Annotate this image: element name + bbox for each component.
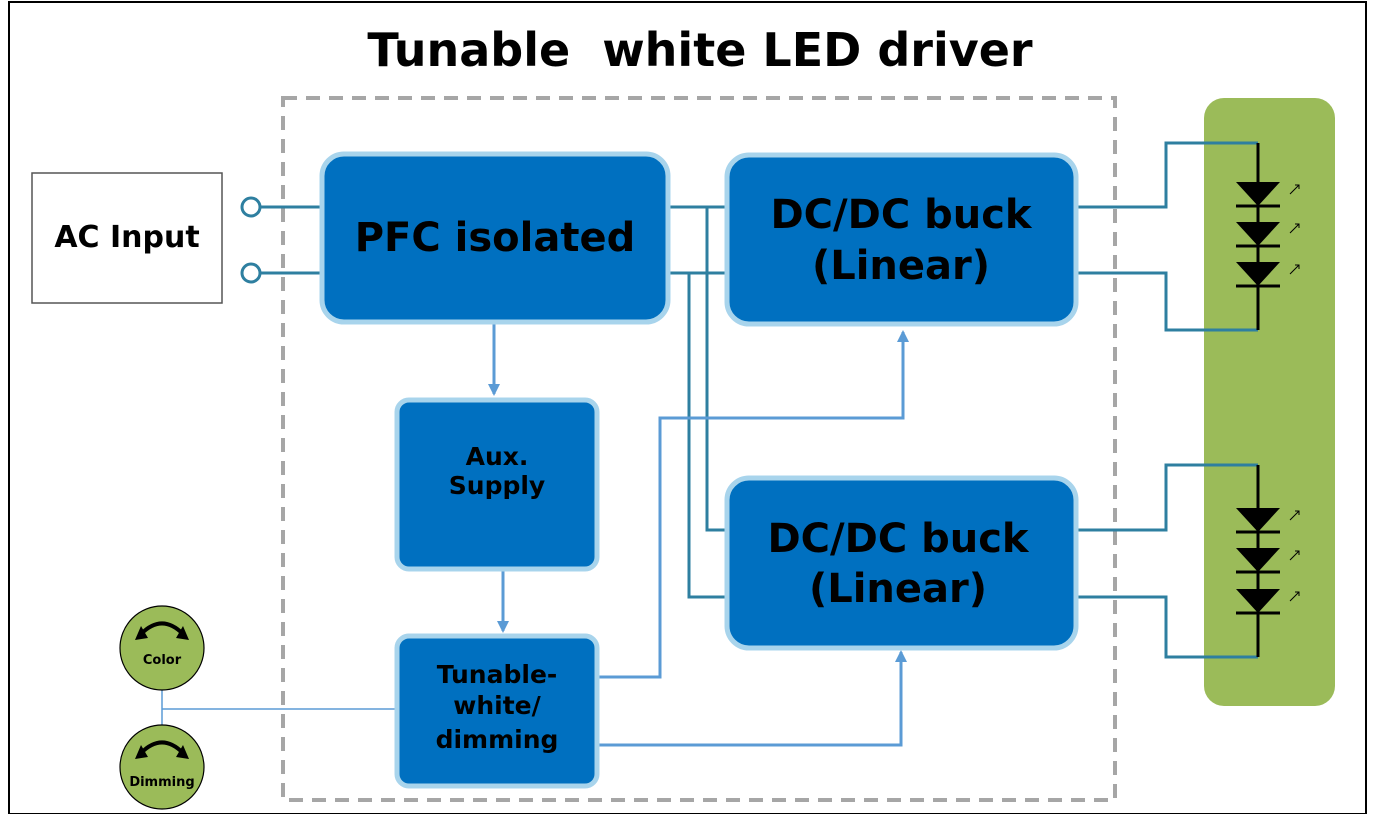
led-string-2 (1236, 465, 1300, 657)
knob-wires (161, 688, 397, 727)
driver-boundary (281, 96, 1117, 802)
dcdc-buck-1-line2: (Linear) (812, 243, 990, 289)
light-emission-icon (1289, 184, 1300, 275)
outer-frame (8, 1, 1367, 814)
dcdc-buck-1-line1: DC/DC buck (770, 192, 1032, 238)
tunable-white-dimming-block (394, 633, 600, 789)
dimming-knob[interactable]: Dimming (119, 724, 205, 810)
led-diode-icon (1236, 262, 1280, 288)
dc-bus-wires (668, 205, 727, 599)
tunable-line2: white/ (453, 691, 541, 720)
diagram-title: Tunable white LED driver (367, 23, 1032, 77)
led-diode-icon (1236, 548, 1280, 574)
light-emission-icon (1289, 510, 1300, 602)
color-knob[interactable]: Color (119, 605, 205, 691)
rotate-arrow-icon (139, 740, 185, 755)
dcdc-buck-block-1 (724, 152, 1079, 327)
led-diode-icon (1236, 508, 1280, 534)
ac-terminals (240, 196, 322, 284)
led-diode-icon (1236, 589, 1280, 615)
dcdc-buck-2-line1: DC/DC buck (767, 516, 1029, 562)
tunable-line1: Tunable- (437, 660, 558, 689)
pfc-isolated-block (319, 151, 671, 325)
rotate-arrow-icon (139, 621, 185, 636)
aux-supply-block (394, 397, 600, 572)
led-panel (1204, 98, 1335, 706)
dcdc-buck-block-2 (724, 475, 1079, 651)
led-output-wires (1076, 141, 1258, 659)
led-string-1 (1236, 143, 1300, 330)
pfc-isolated-label: PFC isolated (355, 215, 636, 261)
ac-input-label: AC Input (54, 220, 199, 255)
ac-input-box (31, 172, 223, 304)
led-diode-icon (1236, 222, 1280, 248)
dcdc-buck-2-line2: (Linear) (809, 566, 987, 612)
led-diode-icon (1236, 182, 1280, 208)
tunable-line3: dimming (436, 725, 559, 754)
aux-supply-line2: Supply (449, 471, 545, 500)
aux-supply-line1: Aux. (466, 442, 529, 471)
color-knob-label: Color (143, 653, 182, 668)
dimming-knob-label: Dimming (129, 775, 194, 790)
control-arrows (488, 322, 909, 747)
